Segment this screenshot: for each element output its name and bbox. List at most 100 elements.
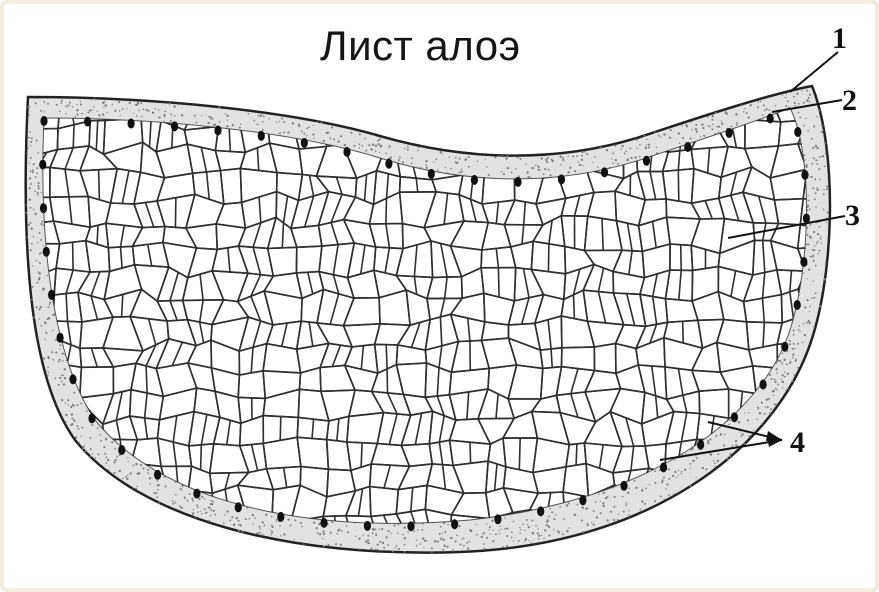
stipple-dot (582, 165, 583, 166)
stipple-dot (541, 157, 543, 159)
stipple-dot (593, 510, 595, 512)
stipple-dot (792, 354, 794, 356)
stipple-dot (368, 542, 370, 544)
stipple-dot (826, 186, 828, 188)
stipple-dot (425, 164, 427, 166)
stipple-dot (525, 164, 526, 165)
stipple-dot (283, 533, 285, 535)
stipple-dot (260, 532, 262, 534)
stipple-dot (782, 95, 783, 96)
stipple-dot (38, 152, 40, 154)
stipple-dot (578, 161, 579, 162)
stipple-dot (792, 357, 794, 359)
stipple-dot (470, 530, 472, 532)
cell (130, 518, 169, 535)
vascular-bundle (731, 412, 738, 422)
stipple-dot (164, 111, 166, 113)
stipple-dot (787, 351, 789, 353)
stipple-dot (537, 532, 539, 534)
vascular-bundle (601, 167, 608, 177)
stipple-dot (799, 331, 800, 332)
callout-label-1: 1 (832, 24, 847, 54)
stipple-dot (559, 156, 561, 158)
stipple-dot (294, 519, 296, 521)
stipple-dot (656, 146, 657, 147)
stipple-dot (254, 517, 256, 519)
stipple-dot (44, 101, 46, 103)
stipple-dot (67, 399, 69, 401)
stipple-dot (787, 388, 789, 390)
stipple-dot (682, 137, 684, 139)
stipple-dot (312, 133, 314, 135)
stipple-dot (678, 470, 679, 471)
cell-wall (522, 97, 523, 131)
stipple-dot (303, 133, 305, 135)
vascular-bundle (514, 177, 521, 187)
stipple-dot (42, 224, 43, 225)
stipple-dot (156, 492, 158, 494)
stipple-dot (761, 423, 762, 424)
stipple-dot (425, 160, 427, 162)
stipple-dot (582, 531, 584, 533)
stipple-dot (798, 112, 800, 114)
stipple-dot (76, 113, 78, 115)
stipple-dot (126, 108, 127, 109)
stipple-dot (576, 155, 578, 157)
stipple-dot (817, 147, 819, 149)
stipple-dot (572, 155, 574, 157)
vascular-bundle (767, 114, 774, 124)
stipple-dot (806, 90, 808, 92)
stipple-dot (38, 278, 40, 280)
stipple-dot (776, 368, 778, 370)
stipple-dot (524, 540, 525, 541)
stipple-dot (587, 524, 589, 526)
stipple-dot (684, 469, 686, 471)
stipple-dot (83, 445, 85, 447)
stipple-dot (80, 103, 82, 105)
stipple-dot (355, 536, 356, 537)
stipple-dot (120, 115, 121, 116)
stipple-dot (725, 111, 727, 113)
stipple-dot (591, 522, 592, 523)
stipple-dot (696, 131, 698, 133)
stipple-dot (469, 541, 471, 543)
stipple-dot (234, 524, 235, 525)
stipple-dot (39, 262, 40, 263)
stipple-dot (545, 159, 547, 161)
cell (743, 461, 773, 495)
stipple-dot (661, 481, 663, 483)
stipple-dot (214, 514, 216, 516)
stipple-dot (163, 114, 165, 116)
stipple-dot (378, 143, 380, 145)
stipple-dot (715, 112, 717, 114)
stipple-dot (62, 360, 64, 362)
stipple-dot (459, 525, 461, 527)
stipple-dot (483, 543, 485, 545)
stipple-dot (777, 383, 779, 385)
stipple-dot (318, 523, 320, 525)
vascular-bundle (643, 156, 650, 166)
stipple-dot (44, 321, 46, 323)
stipple-dot (107, 112, 108, 113)
stipple-dot (707, 116, 709, 118)
stipple-dot (71, 417, 73, 419)
stipple-dot (72, 405, 73, 406)
cell-wall (361, 443, 362, 467)
stipple-dot (262, 129, 264, 131)
stipple-dot (47, 103, 49, 105)
stipple-dot (776, 372, 777, 373)
stipple-dot (32, 169, 34, 171)
stipple-dot (782, 374, 784, 376)
stipple-dot (678, 474, 679, 475)
stipple-dot (320, 122, 322, 124)
stipple-dot (685, 124, 687, 126)
stipple-dot (223, 522, 225, 524)
stipple-dot (581, 520, 583, 522)
stipple-dot (38, 308, 40, 310)
cell (24, 437, 53, 467)
stipple-dot (674, 471, 676, 473)
stipple-dot (819, 226, 821, 228)
stipple-dot (799, 116, 801, 118)
stipple-dot (815, 192, 817, 194)
